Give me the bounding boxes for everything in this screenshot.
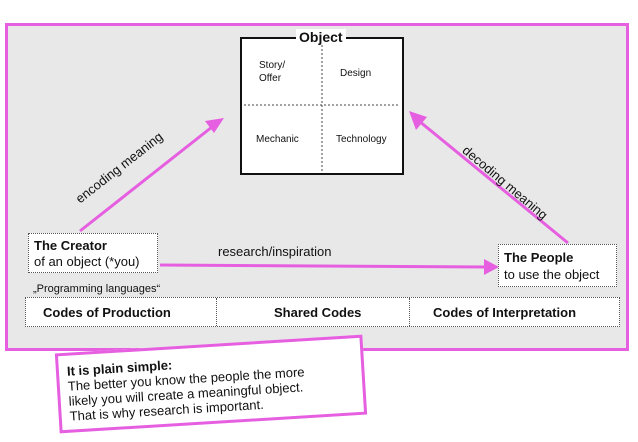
people-subtitle: to use the object — [504, 267, 600, 282]
story-offer-line-2: Offer — [259, 73, 282, 84]
research-inspiration-label: research/inspiration — [218, 244, 332, 259]
creator-box: The Creator of an object (*you) — [28, 233, 158, 273]
creator-title: The Creator — [34, 238, 107, 253]
object-cell-design: Design — [340, 68, 372, 79]
object-cell-mechanic: Mechanic — [256, 134, 299, 145]
shared-codes: Shared Codes — [274, 305, 362, 320]
codes-of-interpretation: Codes of Interpretation — [433, 305, 577, 320]
creator-subtitle: of an object (*you) — [34, 254, 140, 269]
object-cell-story-offer: Story/ Offer — [259, 59, 319, 85]
codes-divider-1 — [216, 298, 217, 326]
object-box — [240, 37, 404, 175]
codes-of-production: Codes of Production — [43, 305, 171, 320]
people-title: The People — [504, 250, 574, 265]
story-offer-line-1: Story/ — [259, 60, 286, 71]
object-grid — [244, 41, 400, 171]
people-box: The People to use the object — [498, 244, 617, 287]
codes-bar — [25, 297, 620, 327]
object-cell-technology: Technology — [336, 134, 387, 145]
programming-languages-label: „Programming languages“ — [33, 283, 161, 295]
object-title: Object — [296, 29, 346, 45]
codes-divider-2 — [409, 298, 410, 326]
note-text: It is plain simple: The better you know … — [66, 349, 306, 423]
